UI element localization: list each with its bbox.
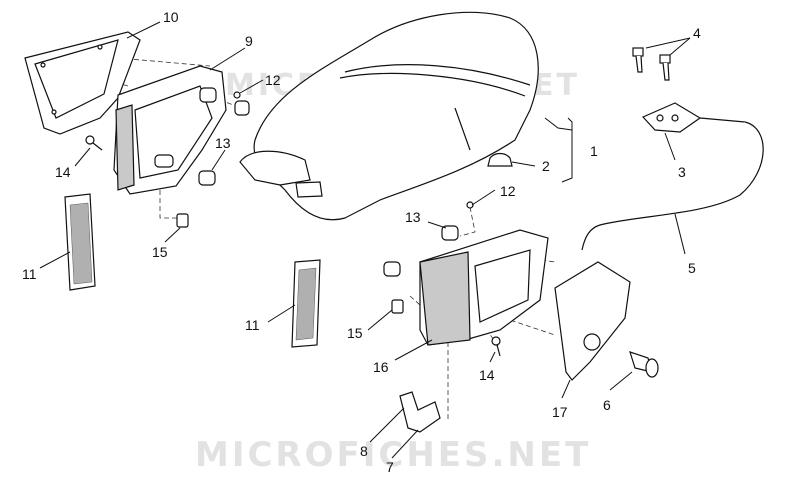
part-11-reflector-left <box>64 193 96 291</box>
callout-11-right: 11 <box>245 317 260 333</box>
callout-2: 2 <box>542 158 550 174</box>
callout-9: 9 <box>245 33 253 49</box>
part-4-screws <box>632 47 671 81</box>
part-13-grommets-right <box>383 225 459 277</box>
callout-12-right: 12 <box>500 183 516 199</box>
callout-14-left: 14 <box>55 164 71 180</box>
part-13-grommets-left <box>198 100 250 186</box>
watermark-bottom: MICROFICHES.NET <box>195 435 591 475</box>
part-10-left-side-cover <box>24 31 141 135</box>
part-14-screw-right <box>491 336 501 357</box>
callout-5: 5 <box>688 260 696 276</box>
callout-13-left: 13 <box>215 135 231 151</box>
callout-16: 16 <box>373 359 389 375</box>
part-2-rubber-bumper <box>487 152 513 167</box>
callout-17: 17 <box>552 404 568 420</box>
part-5-cable <box>581 121 764 251</box>
callout-15-left: 15 <box>152 244 168 260</box>
part-15-clip-right <box>391 299 404 314</box>
callout-13-right: 13 <box>405 209 421 225</box>
part-9-left-tool-box <box>113 65 227 195</box>
part-12-nut-left <box>233 91 241 99</box>
callout-14-right: 14 <box>479 367 495 383</box>
part-3-seat-lock-latch <box>641 102 746 133</box>
callout-labels: 10 9 12 13 14 11 15 4 1 2 3 12 13 5 11 1… <box>22 9 701 475</box>
callout-10: 10 <box>163 9 179 25</box>
callout-15-right: 15 <box>347 325 363 341</box>
callout-11-left: 11 <box>22 266 37 282</box>
part-16-right-tool-box <box>419 229 549 346</box>
callout-6: 6 <box>603 397 611 413</box>
callout-4: 4 <box>693 25 701 41</box>
part-14-screw-left <box>85 135 103 151</box>
part-6-lock-cylinder <box>629 351 659 378</box>
callout-8: 8 <box>360 443 368 459</box>
part-17-right-side-cover <box>554 261 631 381</box>
leader-lines <box>39 21 691 459</box>
part-15-clip-left <box>176 213 189 228</box>
callout-3: 3 <box>678 164 686 180</box>
seat <box>239 11 539 221</box>
part-7-8-bracket <box>399 391 441 433</box>
callout-7: 7 <box>386 459 394 475</box>
part-11-reflector-right <box>291 259 321 348</box>
part-12-nut-right <box>466 201 474 209</box>
callout-1: 1 <box>590 143 598 159</box>
callout-12-left: 12 <box>265 72 281 88</box>
